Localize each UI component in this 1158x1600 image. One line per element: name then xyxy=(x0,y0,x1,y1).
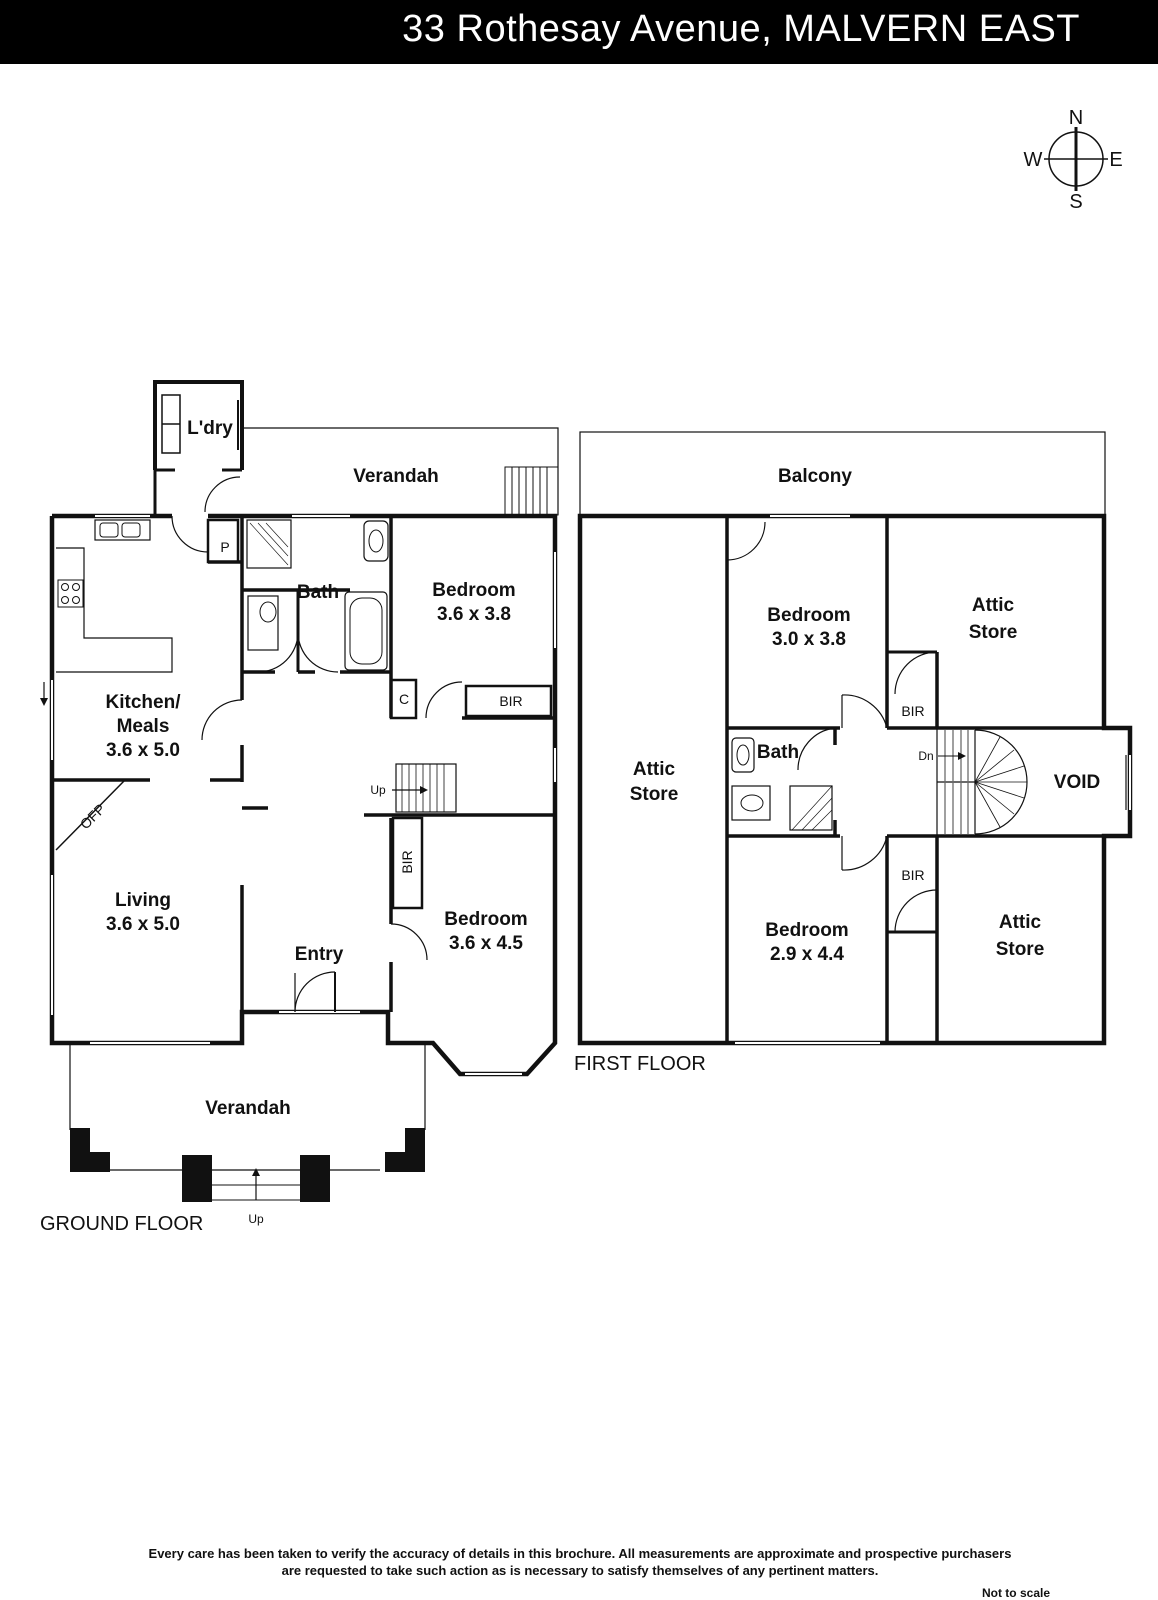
first-floor-plan xyxy=(577,431,1133,1046)
bir-upper-label: BIR xyxy=(901,703,924,719)
bedroom4-name: Bedroom xyxy=(765,920,848,941)
bir1-label: BIR xyxy=(499,693,522,709)
attic-bottom-right-line2: Store xyxy=(996,939,1045,960)
bedroom2-name: Bedroom xyxy=(444,909,527,930)
compass-south: S xyxy=(1069,191,1082,213)
bedroom1-size: 3.6 x 3.8 xyxy=(437,604,511,625)
bir-lower-label: BIR xyxy=(901,867,924,883)
ground-floor-plan xyxy=(40,380,559,1202)
ground-bath-label: Bath xyxy=(297,582,339,603)
compass-east: E xyxy=(1109,149,1122,171)
first-floor-label: FIRST FLOOR xyxy=(574,1053,706,1075)
attic-top-right-line1: Attic xyxy=(972,595,1015,616)
bedroom1-name: Bedroom xyxy=(432,580,515,601)
stairs-down-label: Dn xyxy=(918,749,933,763)
header-bar: 33 Rothesay Avenue, MALVERN EAST xyxy=(0,0,1158,64)
kitchen-name-line1: Kitchen/ xyxy=(106,692,182,713)
attic-left-line1: Attic xyxy=(633,759,676,780)
property-address-title: 33 Rothesay Avenue, MALVERN EAST xyxy=(402,8,1080,50)
room-labels: L'dry Verandah P Bath Bedroom 3.6 x 3.8 … xyxy=(40,418,1100,1235)
bir2-label: BIR xyxy=(399,850,415,873)
linen-cupboard-label: C xyxy=(399,691,409,707)
bedroom4-size: 2.9 x 4.4 xyxy=(770,944,844,965)
laundry-label: L'dry xyxy=(187,418,233,439)
living-size: 3.6 x 5.0 xyxy=(106,914,180,935)
disclaimer-line-2: are requested to take such action as is … xyxy=(281,1563,879,1578)
balcony-label: Balcony xyxy=(778,466,852,487)
pantry-label: P xyxy=(220,539,229,555)
attic-left-line2: Store xyxy=(630,784,679,805)
bedroom3-name: Bedroom xyxy=(767,605,850,626)
bedroom2-size: 3.6 x 4.5 xyxy=(449,933,523,954)
kitchen-size: 3.6 x 5.0 xyxy=(106,740,180,761)
compass-west: W xyxy=(1024,149,1043,171)
disclaimer-line-1: Every care has been taken to verify the … xyxy=(148,1546,1012,1561)
fireplace-label: OFP xyxy=(77,801,109,833)
stairs-up-label: Up xyxy=(370,783,386,797)
entry-label: Entry xyxy=(295,944,344,965)
bedroom3-size: 3.0 x 3.8 xyxy=(772,629,846,650)
attic-top-right-line2: Store xyxy=(969,622,1018,643)
compass-rose: N S E W xyxy=(1024,107,1123,213)
kitchen-name-line2: Meals xyxy=(117,716,170,737)
front-steps-up-label: Up xyxy=(248,1212,264,1226)
ground-floor-label: GROUND FLOOR xyxy=(40,1213,203,1235)
compass-north: N xyxy=(1069,107,1083,129)
attic-bottom-right-line1: Attic xyxy=(999,912,1042,933)
first-bath-label: Bath xyxy=(757,742,799,763)
void-label: VOID xyxy=(1054,772,1100,793)
front-verandah-label: Verandah xyxy=(205,1098,291,1119)
not-to-scale-note: Not to scale xyxy=(981,1586,1050,1600)
rear-verandah-label: Verandah xyxy=(353,466,439,487)
living-name: Living xyxy=(115,890,171,911)
